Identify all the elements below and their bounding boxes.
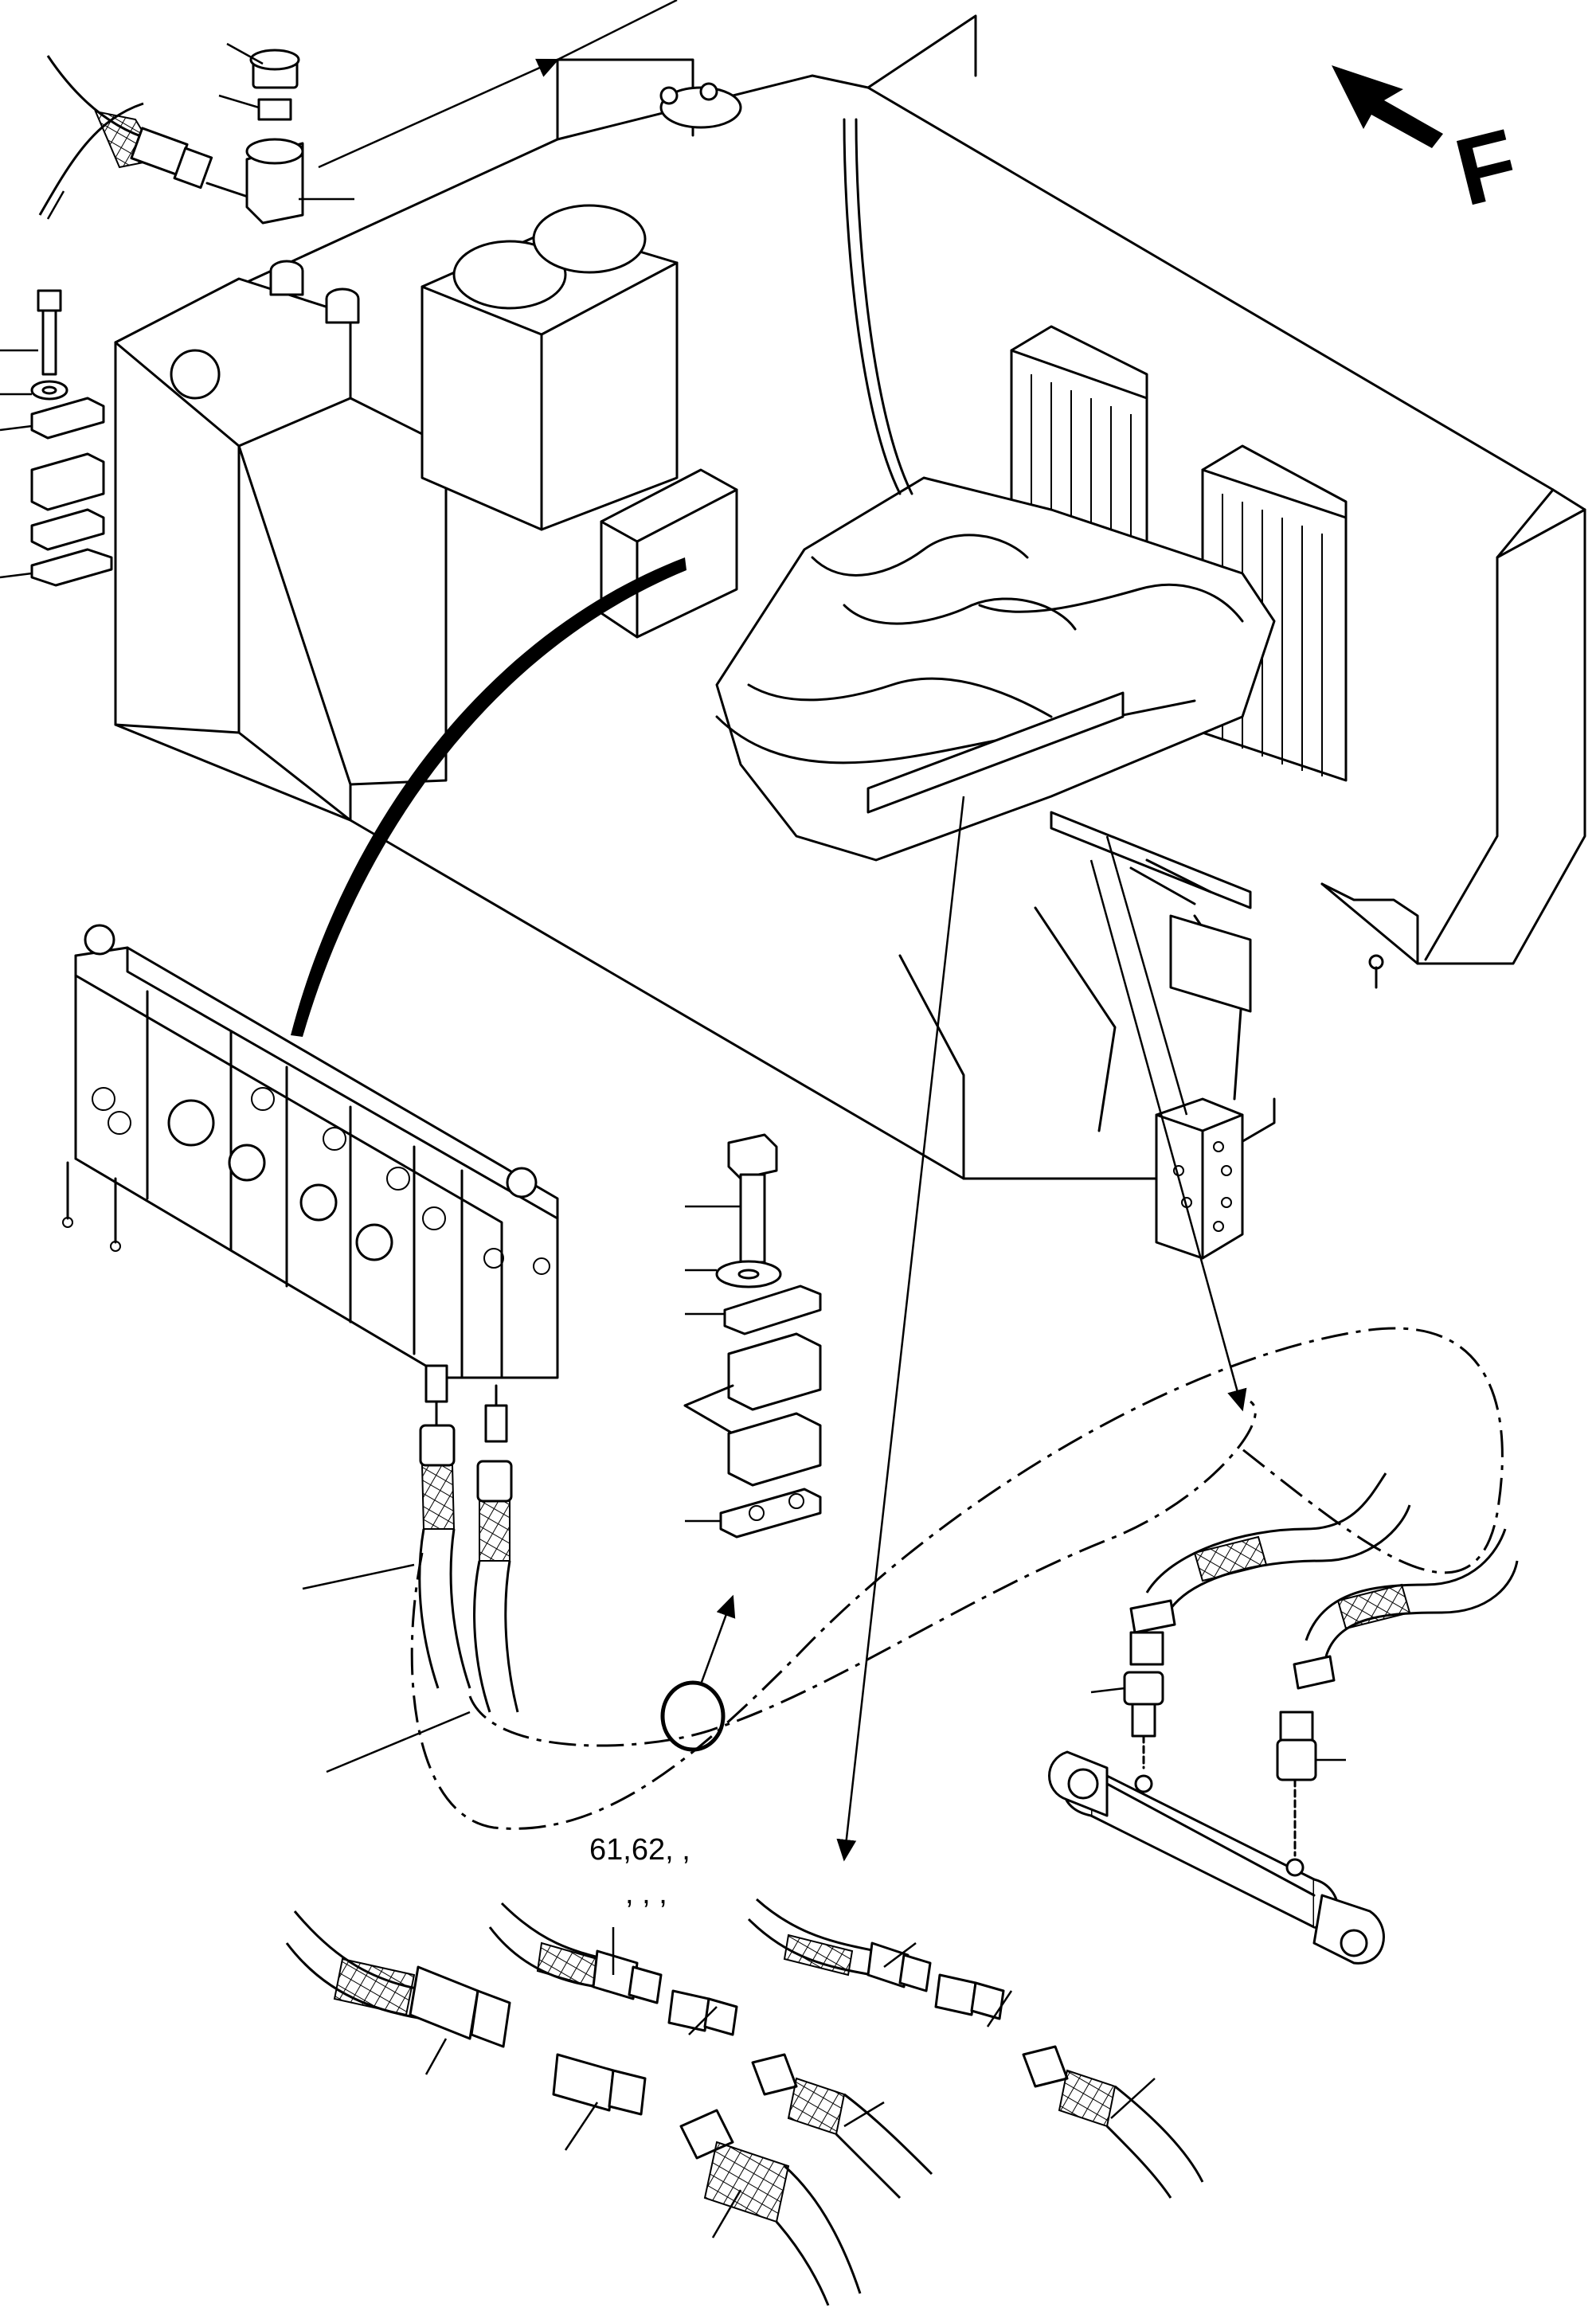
machine-frame (114, 14, 1586, 1260)
part-number-label: 61,62, , (589, 1833, 690, 1867)
hose-icon (285, 1898, 932, 2048)
fitting-icon (1123, 1599, 1336, 1857)
hose-icon (1145, 1472, 1519, 1657)
clamp-icon (30, 397, 113, 587)
part-number-label: , , , (625, 1877, 667, 1910)
washer-icon (715, 1260, 782, 1288)
fitting-icon (130, 49, 304, 225)
bolt-icon (37, 289, 62, 376)
fitting-icon (552, 1973, 1005, 2116)
bolt-icon (727, 1133, 778, 1264)
direction-label: F (1445, 109, 1528, 227)
hose-icon (679, 2045, 1204, 2306)
o-ring-icon (660, 1680, 726, 1752)
clamp-icon (683, 1284, 822, 1539)
control-valve-icon (62, 924, 559, 1379)
direction-arrow-icon (1332, 65, 1443, 148)
washer-icon (30, 380, 68, 401)
cylinder-icon (1048, 1750, 1385, 1965)
hose-icon (418, 1464, 519, 1713)
control-valve-icon (1155, 1097, 1244, 1260)
